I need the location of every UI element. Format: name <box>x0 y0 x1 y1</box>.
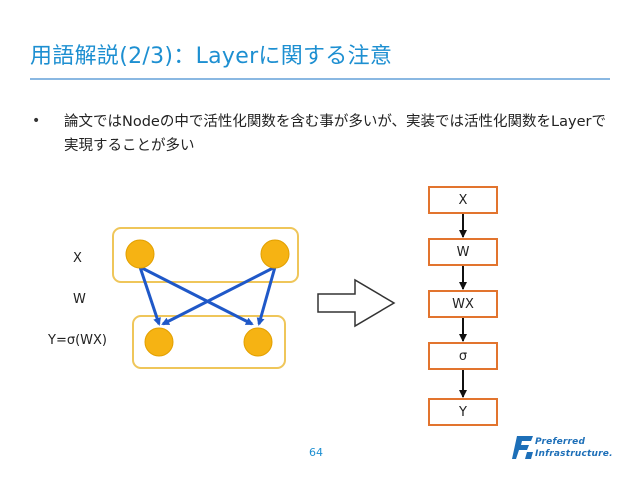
slide-title: 用語解説(2/3)：Layerに関する注意 <box>30 44 393 69</box>
label-y-sigma-wx: Y=σ(WX) <box>48 333 107 348</box>
connection-arrow <box>256 266 277 326</box>
page-number: 64 <box>309 446 323 459</box>
input-node <box>125 239 155 269</box>
output-node <box>243 327 273 357</box>
logo-text-line2: Infrastructure. <box>535 449 613 459</box>
bullet-marker: • <box>32 113 41 129</box>
input-node <box>260 239 290 269</box>
bullet-text: 論文ではNodeの中で活性化関数を含む事が多いが、実装では活性化関数をLayer… <box>64 114 606 154</box>
logo-text-line1: Preferred <box>535 437 586 447</box>
output-node <box>144 327 174 357</box>
transform-arrow-icon <box>317 278 396 328</box>
flow-box-w: W <box>428 238 498 266</box>
output-layer-container <box>132 315 286 369</box>
flow-box-wx: WX <box>428 290 498 318</box>
connection-arrow <box>138 266 161 326</box>
flow-box-x: X <box>428 186 498 214</box>
input-layer-container <box>112 227 299 283</box>
flow-box-sigma: σ <box>428 342 498 370</box>
flow-box-y: Y <box>428 398 498 426</box>
label-w: W <box>73 292 86 307</box>
title-underline <box>30 78 610 80</box>
connection-arrow <box>161 265 276 326</box>
connection-arrow <box>139 265 254 326</box>
label-x: X <box>73 251 82 266</box>
company-logo-icon <box>512 436 533 459</box>
